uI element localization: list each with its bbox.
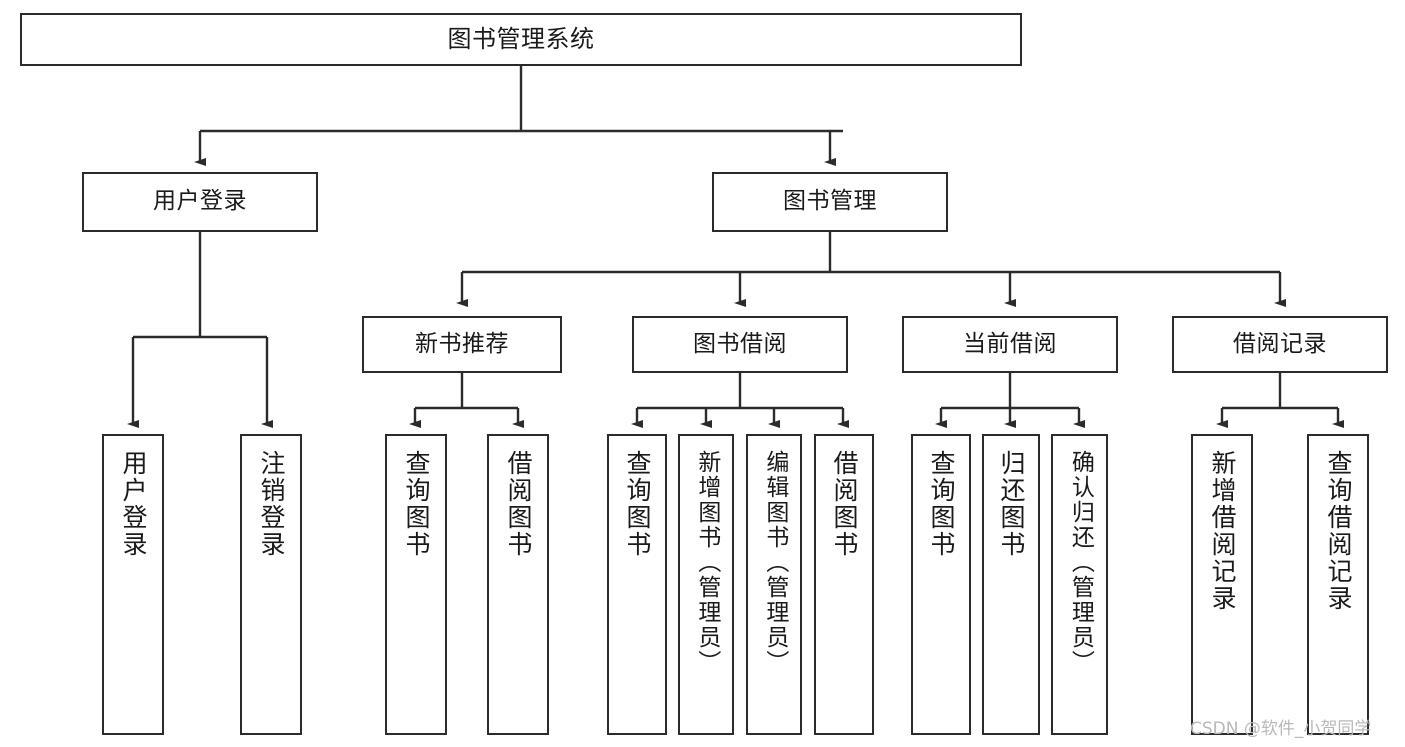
leaf-edit-book-admin[interactable]: 编辑图书（管理员） [746,434,802,735]
node-label: 图书管理 [783,188,877,215]
leaf-query-book-current[interactable]: 查询图书 [911,434,971,735]
node-label: 用户登录 [153,188,247,215]
node-label: 用户登录 [119,450,148,558]
csdn-watermark: CSDN @软件_小贺同学 [1190,719,1372,739]
node-label: 归还图书 [997,450,1026,558]
leaf-borrow-book[interactable]: 借阅图书 [814,434,874,735]
node-label: 借阅图书 [504,450,533,558]
node-label: 新增借阅记录 [1208,450,1237,612]
leaf-query-book-borrow[interactable]: 查询图书 [607,434,667,735]
node-user-login[interactable]: 用户登录 [82,172,318,232]
node-label: 查询图书 [927,450,956,558]
node-root-book-management-system[interactable]: 图书管理系统 [20,13,1022,66]
node-label: 查询图书 [402,450,431,558]
leaf-add-borrow-record[interactable]: 新增借阅记录 [1191,434,1253,735]
node-label: 借阅图书 [830,450,859,558]
node-label: 当前借阅 [963,330,1057,357]
node-label: 查询借阅记录 [1324,450,1353,612]
leaf-query-book-newbook[interactable]: 查询图书 [385,434,447,735]
node-label: 新书推荐 [415,330,509,357]
leaf-confirm-return-admin[interactable]: 确认归还（管理员） [1051,434,1108,735]
leaf-borrow-book-newbook[interactable]: 借阅图书 [487,434,549,735]
node-new-book-recommendation[interactable]: 新书推荐 [362,316,562,373]
node-current-borrowing[interactable]: 当前借阅 [902,316,1118,373]
node-label: 借阅记录 [1233,330,1327,357]
leaf-query-borrow-record[interactable]: 查询借阅记录 [1307,434,1369,735]
node-label: 图书借阅 [693,330,787,357]
node-book-borrowing[interactable]: 图书借阅 [632,316,848,373]
node-label: 注销登录 [257,450,286,558]
leaf-return-book[interactable]: 归还图书 [982,434,1040,735]
leaf-add-book-admin[interactable]: 新增图书（管理员） [678,434,734,735]
node-label: 新增图书（管理员） [693,450,720,675]
node-book-management[interactable]: 图书管理 [712,172,948,232]
node-label: 确认归还（管理员） [1067,450,1094,675]
node-label: 编辑图书（管理员） [761,450,788,675]
leaf-user-login[interactable]: 用户登录 [102,434,164,735]
node-label: 图书管理系统 [447,25,595,54]
node-label: 查询图书 [623,450,652,558]
node-borrowing-record[interactable]: 借阅记录 [1172,316,1388,373]
leaf-logout[interactable]: 注销登录 [240,434,302,735]
